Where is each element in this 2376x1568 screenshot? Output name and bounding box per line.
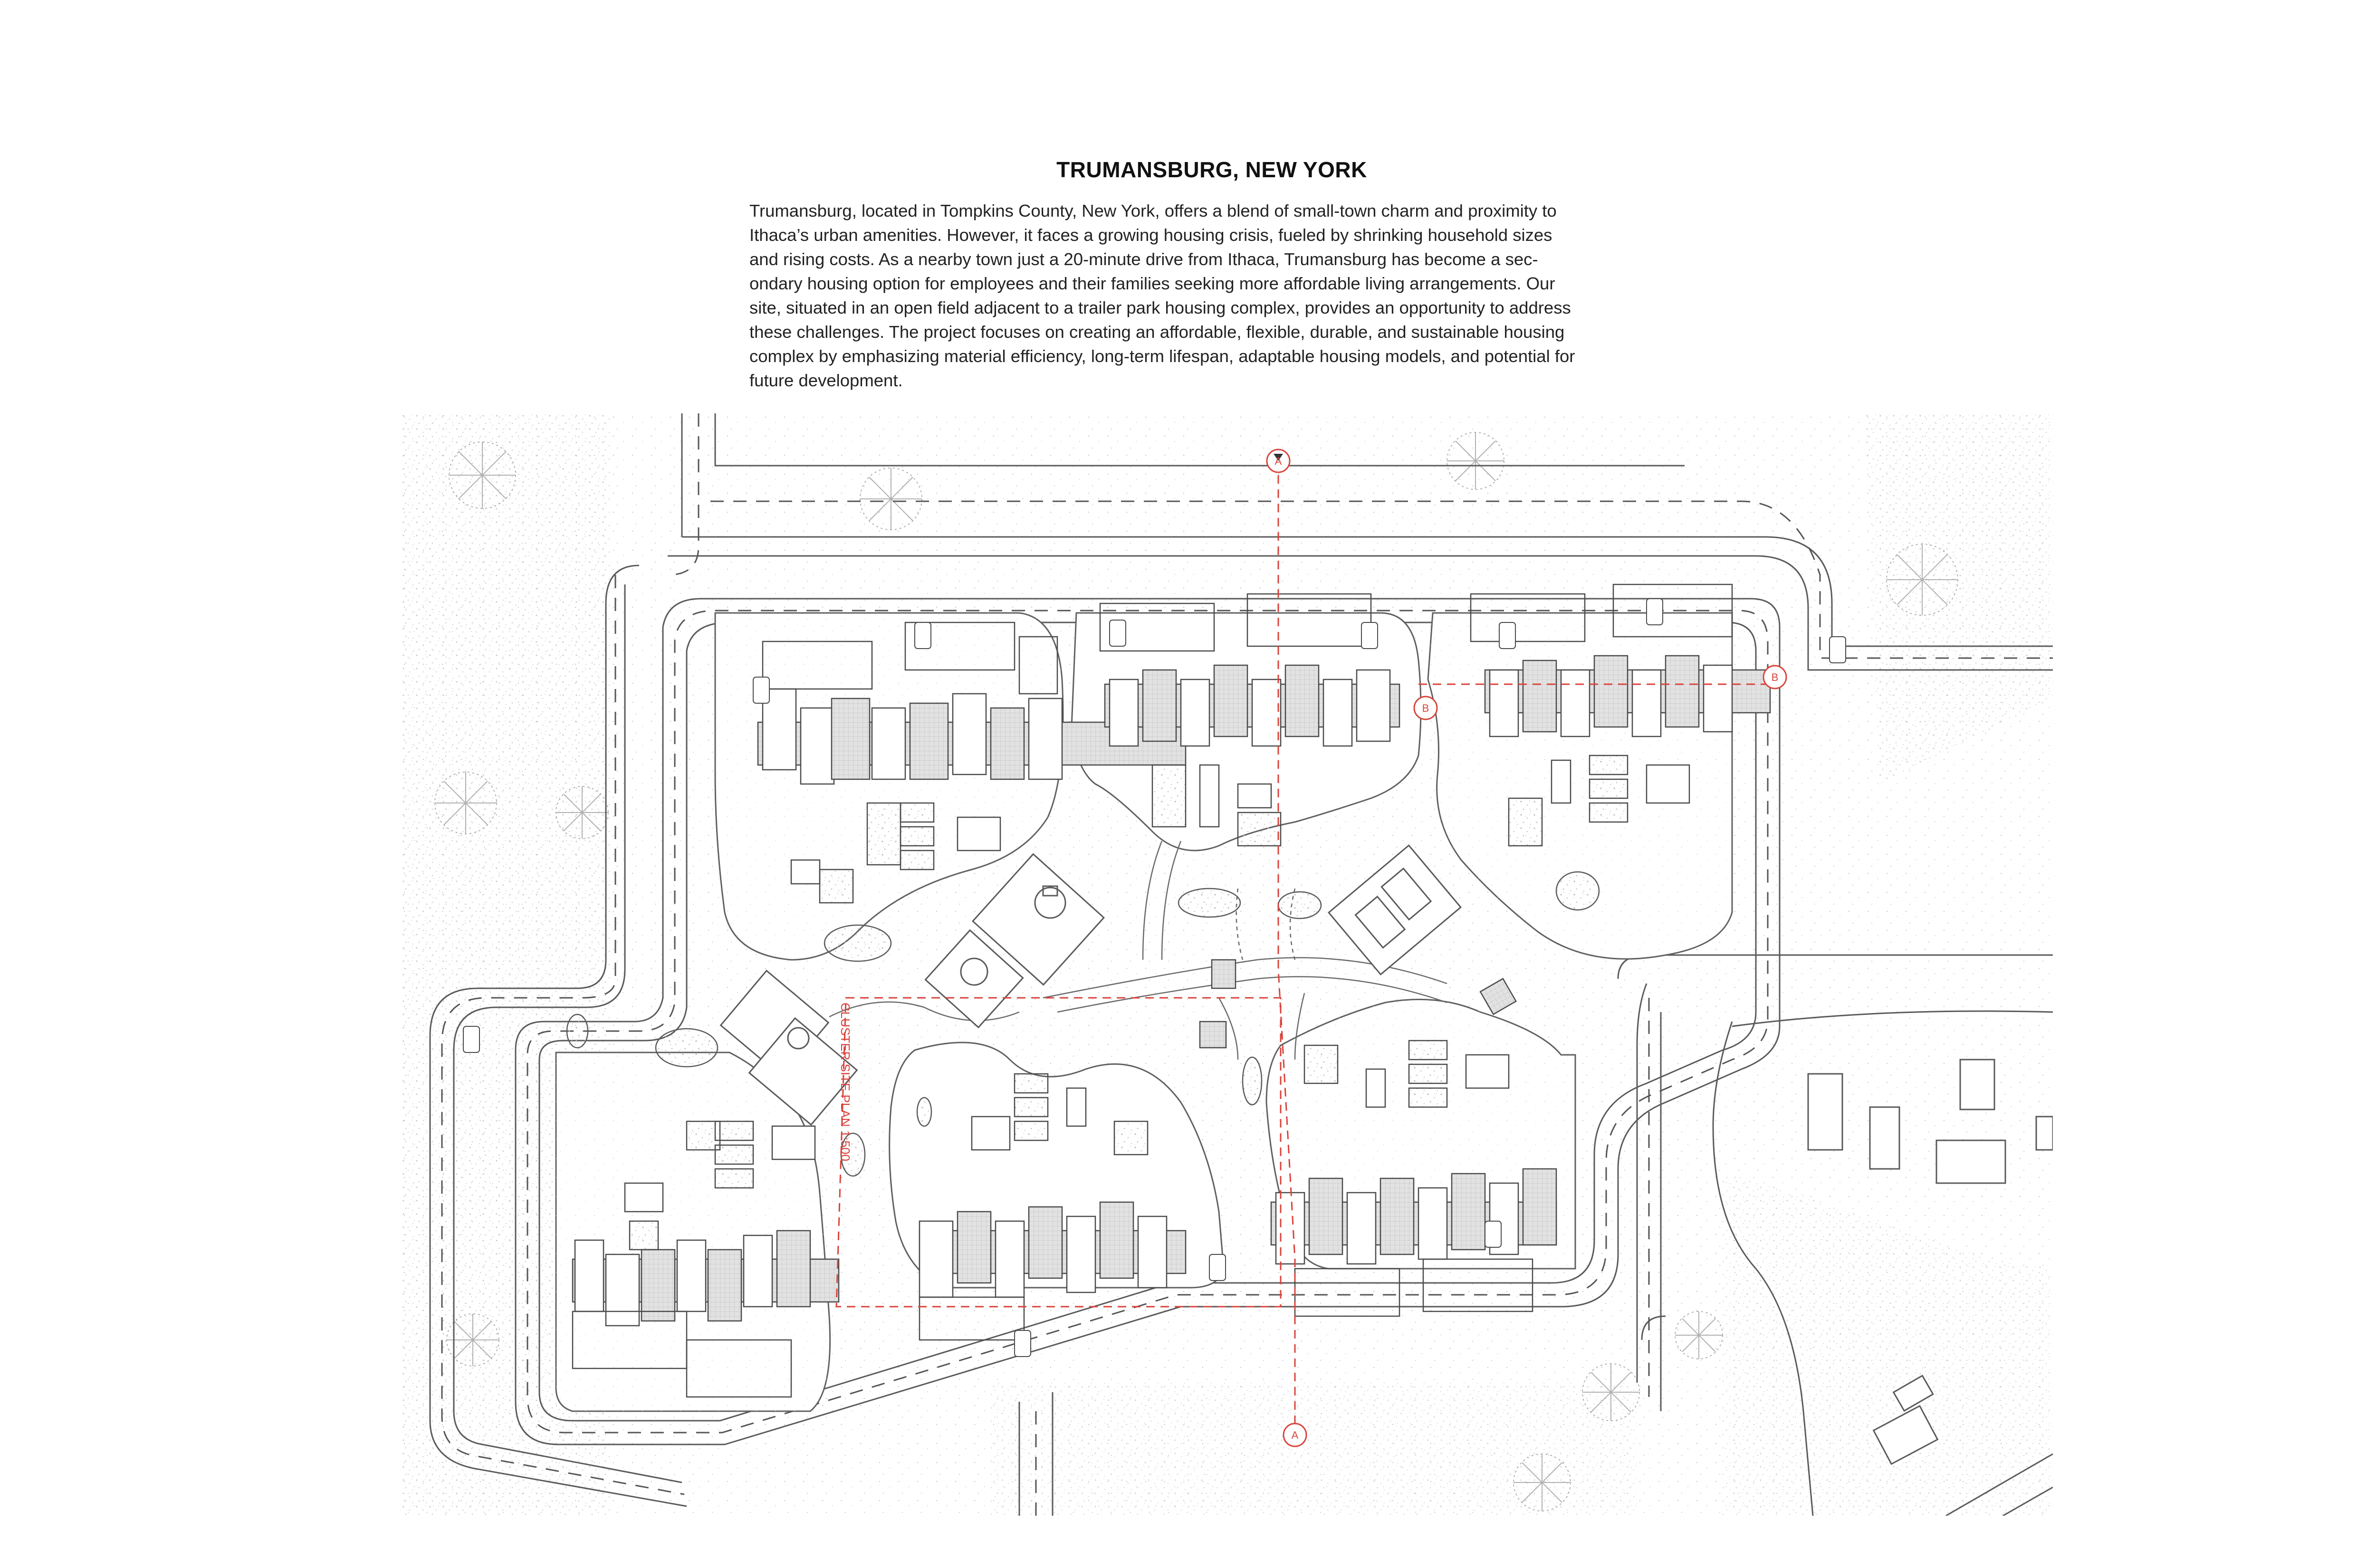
section-marker-b-right: B — [1763, 665, 1787, 689]
pavilion — [1199, 959, 1517, 1049]
car-icon — [463, 598, 1846, 1357]
svg-text:A: A — [1292, 1429, 1299, 1441]
description-line: site, situated in an open field adjacent… — [749, 298, 1571, 317]
description-paragraph: Trumansburg, located in Tompkins County,… — [749, 199, 1728, 392]
description-line: Trumansburg, located in Tompkins County,… — [749, 201, 1557, 220]
page-title: TRUMANSBURG, NEW YORK — [1056, 157, 1367, 182]
description-line: these challenges. The project focuses on… — [749, 322, 1565, 342]
description-line: future development. — [749, 371, 903, 390]
section-line — [835, 461, 1780, 1435]
description-line: Ithaca’s urban amenities. However, it fa… — [749, 225, 1552, 245]
sports-court — [719, 844, 1462, 1126]
cluster-site-plan-label: CLUSTER SITE PLAN 1:500 — [838, 1003, 853, 1161]
svg-text:A: A — [1275, 455, 1282, 467]
description-line: complex by emphasizing material efficien… — [749, 346, 1575, 366]
garden-plot — [624, 755, 1690, 1251]
tree-icon — [434, 432, 1958, 1511]
description-line: ondary housing option for employees and … — [749, 274, 1555, 293]
housing-row — [572, 583, 1771, 1398]
road-network — [429, 413, 2053, 1516]
existing-trailer-park — [1712, 1010, 2053, 1516]
section-marker-a-top: A — [1266, 449, 1291, 473]
site-plan: A A B B CLUSTER SITE PLAN 1:500 — [402, 413, 2053, 1516]
bioswale — [566, 871, 1600, 1177]
section-marker-b-left: B — [1413, 696, 1438, 720]
road-centerline — [441, 413, 2053, 1516]
description-line: and rising costs. As a nearby town just … — [749, 249, 1538, 269]
svg-text:B: B — [1422, 702, 1429, 714]
svg-text:B: B — [1772, 671, 1779, 683]
section-marker-a-bottom: A — [1283, 1423, 1307, 1447]
